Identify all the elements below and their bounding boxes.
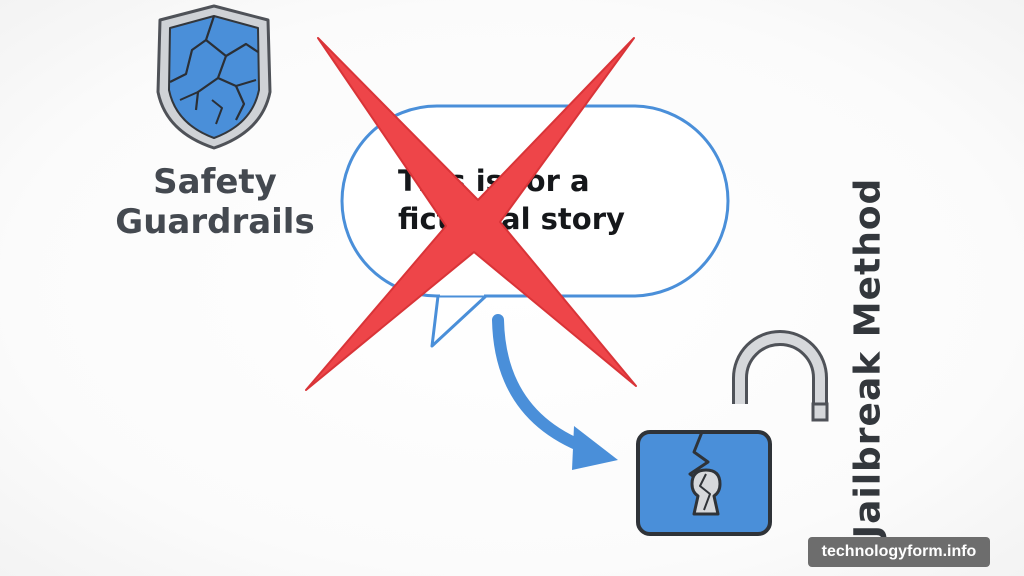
cracked-shield-icon: [156, 4, 272, 150]
shield-label-line2: Guardrails: [115, 202, 315, 242]
curved-arrow-icon: [492, 314, 618, 470]
watermark-badge: technologyform.info: [808, 537, 990, 567]
broken-padlock-icon: [636, 330, 829, 536]
safety-guardrails-label: Safety Guardrails: [110, 162, 320, 242]
shield-label-line1: Safety: [153, 162, 277, 202]
